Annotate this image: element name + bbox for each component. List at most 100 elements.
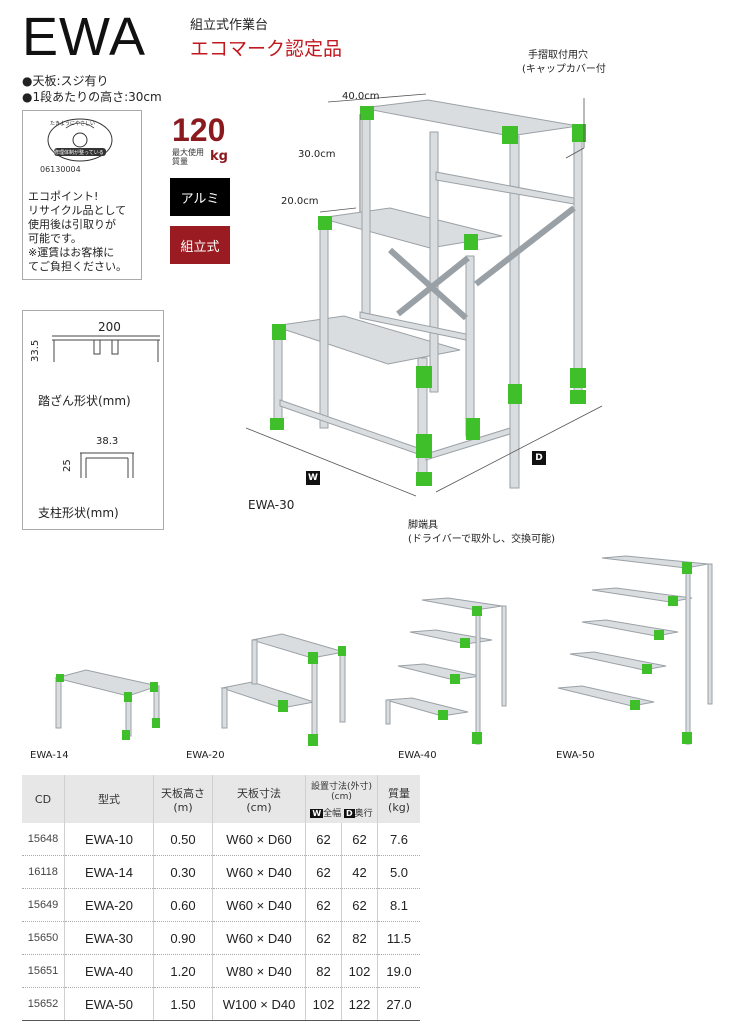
w-marker: W xyxy=(306,471,320,485)
cell-height: 0.50 xyxy=(153,823,213,856)
cell-weight: 11.5 xyxy=(377,921,420,955)
d-marker: D xyxy=(532,451,546,465)
cell-cd: 15650 xyxy=(22,921,65,955)
cell-model: EWA-30 xyxy=(64,921,154,955)
cell-top: W60 × D40 xyxy=(212,855,306,889)
post-width-label: 38.3 xyxy=(96,436,119,447)
product-title: EWA xyxy=(22,7,146,67)
col-height-unit: (m) xyxy=(173,800,193,814)
seal-bottom-text: 修理体制が整っている xyxy=(54,150,104,156)
col-height: 天板高さ (m) xyxy=(153,775,213,823)
table-row: 15649 EWA-20 0.60 W60 × D40 62 62 8.1 xyxy=(22,888,420,922)
cell-model: EWA-20 xyxy=(64,888,154,922)
variant-label: EWA-14 xyxy=(30,750,69,761)
cell-weight: 19.0 xyxy=(377,954,420,988)
cell-top: W60 × D60 xyxy=(212,823,306,856)
cell-d: 82 xyxy=(341,921,378,955)
col-top: 天板寸法 (cm) xyxy=(212,775,306,823)
eco-line: エコポイント! xyxy=(28,190,99,203)
material-tag: アルミ xyxy=(170,178,230,216)
table-row: 15650 EWA-30 0.90 W60 × D40 62 82 11.5 xyxy=(22,921,420,955)
cell-top: W100 × D40 xyxy=(212,987,306,1021)
col-weight-label: 質量 xyxy=(388,786,410,800)
cell-d: 62 xyxy=(341,823,378,856)
main-model-label: EWA-30 xyxy=(248,498,295,512)
eco-line: 使用後は引取りが xyxy=(28,218,116,231)
cell-w: 62 xyxy=(305,855,342,889)
cell-d: 62 xyxy=(341,888,378,922)
post-height-label: 25 xyxy=(62,459,73,472)
cell-cd: 15651 xyxy=(22,954,65,988)
post-profile-caption: 支柱形状(mm) xyxy=(38,506,119,520)
step-height-label: 33.5 xyxy=(30,339,41,362)
variant-label: EWA-40 xyxy=(398,750,437,761)
max-load-caption: 最大使用 質量 xyxy=(172,148,208,166)
cell-weight: 27.0 xyxy=(377,987,420,1021)
cell-model: EWA-40 xyxy=(64,954,154,988)
col-cd: CD xyxy=(22,775,65,823)
cell-w: 82 xyxy=(305,954,342,988)
max-load-unit: kg xyxy=(210,149,228,164)
cell-cd: 15652 xyxy=(22,987,65,1021)
ecomark-seal-icon xyxy=(46,118,114,164)
cell-height: 0.60 xyxy=(153,888,213,922)
spec-step-height: ●1段あたりの高さ:30cm xyxy=(22,90,162,104)
cell-w: 62 xyxy=(305,921,342,955)
col-weight-unit: (kg) xyxy=(388,800,410,814)
handrail-note-cap: (キャップカバー付 xyxy=(522,64,606,75)
col-top-label: 天板寸法 xyxy=(237,786,281,800)
cell-height: 0.30 xyxy=(153,855,213,889)
cell-w: 62 xyxy=(305,888,342,922)
eco-line: てご負担ください。 xyxy=(28,260,127,273)
foot-note: 脚端具 xyxy=(408,520,438,531)
load-caption-line: 質量 xyxy=(172,157,188,166)
col-install-label: 設置寸法(外寸)(cm) xyxy=(310,782,373,802)
table-row: 15652 EWA-50 1.50 W100 × D40 102 122 27.… xyxy=(22,987,420,1021)
seal-top-text: たきようにやさしい xyxy=(50,121,96,127)
ewa20-image xyxy=(218,630,348,752)
eco-point-text: エコポイント! リサイクル品として 使用後は引取りが 可能です。 ※運賃はお客様… xyxy=(28,190,140,274)
assembly-tag: 組立式 xyxy=(170,226,230,264)
cell-cd: 15648 xyxy=(22,823,65,856)
eco-line: 可能です。 xyxy=(28,232,82,245)
dim-top-label: 40.0cm xyxy=(342,91,380,102)
cell-model: EWA-50 xyxy=(64,987,154,1021)
step-profile-caption: 踏ざん形状(mm) xyxy=(38,394,131,408)
cell-w: 62 xyxy=(305,823,342,856)
eco-line: ※運賃はお客様に xyxy=(28,246,115,259)
step-profile-diagram xyxy=(50,334,162,368)
w-badge: W xyxy=(310,809,324,818)
d-badge: D xyxy=(344,809,355,818)
cell-weight: 5.0 xyxy=(377,855,420,889)
ewa40-image xyxy=(384,596,524,752)
ewa30-diagram xyxy=(240,88,620,512)
spec-top-board: ●天板:スジ有り xyxy=(22,74,109,88)
product-subtitle: 組立式作業台 xyxy=(190,18,269,33)
eco-line: リサイクル品として xyxy=(28,204,127,217)
col-model: 型式 xyxy=(64,775,154,823)
cell-height: 0.90 xyxy=(153,921,213,955)
w-label: 全幅 xyxy=(323,809,342,819)
ewa14-image xyxy=(46,658,166,746)
max-load-value: 120 xyxy=(172,112,226,148)
cell-weight: 7.6 xyxy=(377,823,420,856)
table-row: 15651 EWA-40 1.20 W80 × D40 82 102 19.0 xyxy=(22,954,420,988)
profile-box xyxy=(22,310,164,530)
table-row: 15648 EWA-10 0.50 W60 × D60 62 62 7.6 xyxy=(22,823,420,856)
cell-model: EWA-14 xyxy=(64,855,154,889)
cell-d: 122 xyxy=(341,987,378,1021)
cell-cd: 16118 xyxy=(22,855,65,889)
cell-height: 1.20 xyxy=(153,954,213,988)
ewa50-image xyxy=(548,554,718,754)
certification-label: エコマーク認定品 xyxy=(190,38,343,60)
cell-model: EWA-10 xyxy=(64,823,154,856)
variant-label: EWA-50 xyxy=(556,750,595,761)
cell-top: W60 × D40 xyxy=(212,921,306,955)
seal-number: 06130004 xyxy=(40,165,81,174)
foot-note-detail: (ドライバーで取外し、交換可能) xyxy=(408,534,556,545)
cell-top: W60 × D40 xyxy=(212,888,306,922)
dim-height-label: 30.0cm xyxy=(298,149,336,160)
col-weight: 質量 (kg) xyxy=(377,775,420,823)
